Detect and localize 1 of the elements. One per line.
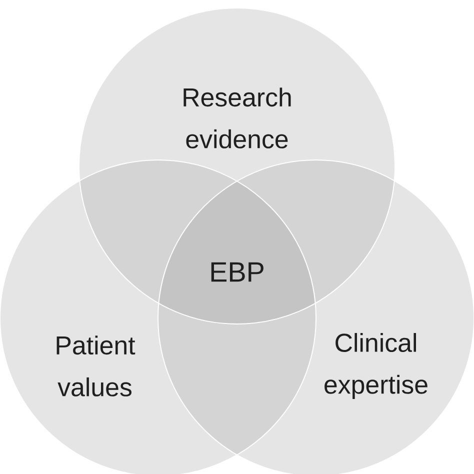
center-label: EBP — [211, 262, 264, 282]
